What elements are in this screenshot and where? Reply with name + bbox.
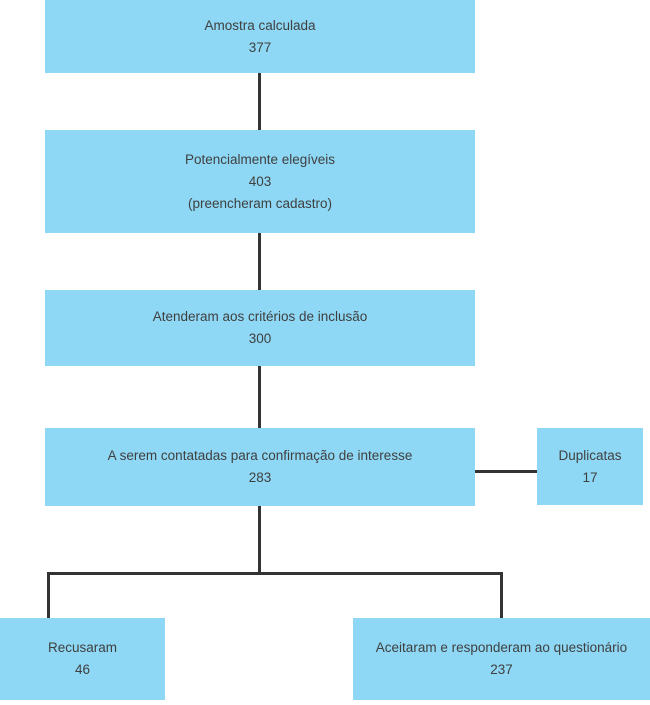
node-atenderam-criterios: Atenderam aos critérios de inclusão 300 xyxy=(45,290,475,366)
node-title: Duplicatas xyxy=(558,447,622,463)
node-value: 283 xyxy=(248,470,272,485)
node-amostra-calculada: Amostra calculada 377 xyxy=(45,0,475,73)
connector-branch-to-aceitaram xyxy=(500,572,503,618)
node-value: 300 xyxy=(248,331,272,346)
node-duplicatas: Duplicatas 17 xyxy=(537,428,643,505)
connector-contatadas-to-branch xyxy=(258,506,261,574)
node-note: (preencheram cadastro) xyxy=(187,195,333,211)
node-recusaram: Recusaram 46 xyxy=(0,618,165,700)
node-title: Amostra calculada xyxy=(204,17,316,33)
connector-contatadas-to-duplicatas xyxy=(475,470,537,473)
node-value: 237 xyxy=(490,662,513,677)
node-title: Recusaram xyxy=(47,640,118,655)
node-potencialmente-elegiveis: Potencialmente elegíveis 403 (preenchera… xyxy=(45,130,475,233)
connector-elegiveis-to-criterios xyxy=(258,233,261,290)
connector-branch-horizontal xyxy=(47,572,503,575)
node-aceitaram-responderam: Aceitaram e responderam ao questionário … xyxy=(353,618,650,700)
node-value: 403 xyxy=(248,173,272,189)
node-title: Atenderam aos critérios de inclusão xyxy=(152,309,368,324)
connector-amostra-to-elegiveis xyxy=(258,73,261,130)
node-value: 46 xyxy=(74,662,91,677)
connector-criterios-to-contatadas xyxy=(258,366,261,428)
node-title: Aceitaram e responderam ao questionário xyxy=(375,640,628,655)
connector-branch-to-recusaram xyxy=(47,572,50,618)
node-title: A serem contatadas para confirmação de i… xyxy=(107,448,413,463)
node-value: 377 xyxy=(248,39,272,55)
node-value: 17 xyxy=(582,469,598,485)
node-a-serem-contatadas: A serem contatadas para confirmação de i… xyxy=(45,428,475,506)
node-title: Potencialmente elegíveis xyxy=(184,151,336,167)
